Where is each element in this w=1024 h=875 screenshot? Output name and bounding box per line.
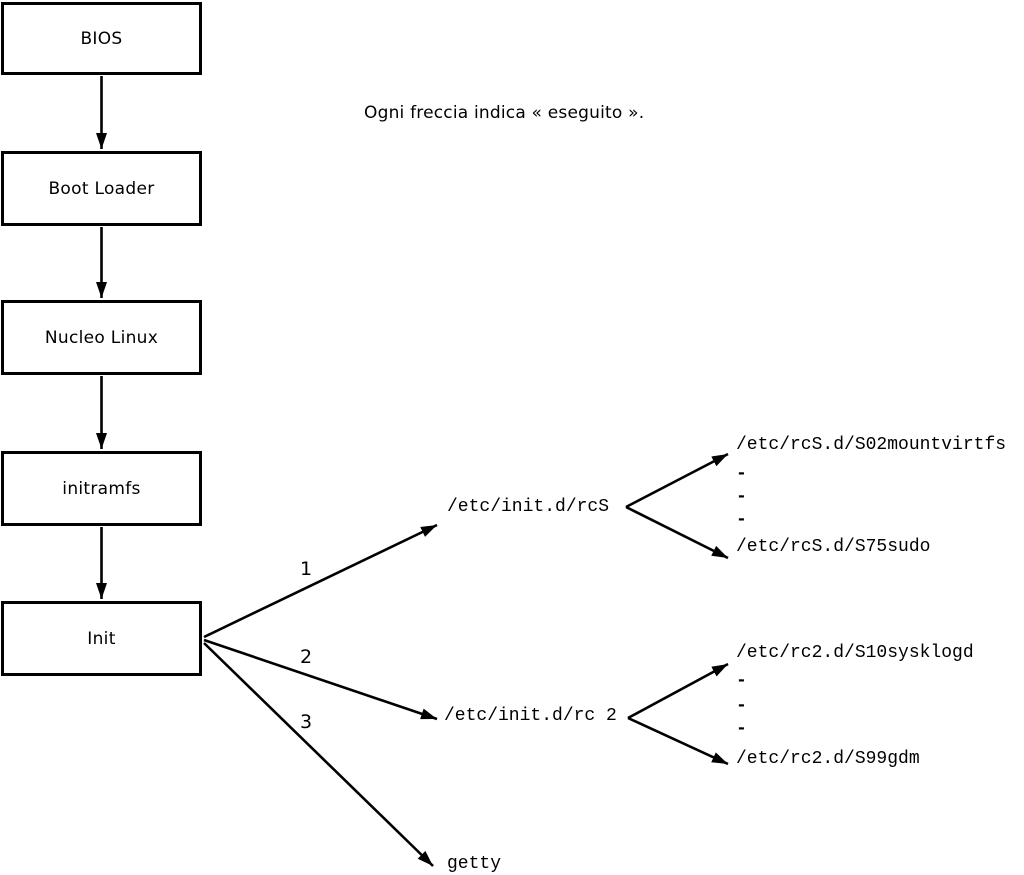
arrow-init-to-rc2 — [203, 638, 438, 721]
rc2-script-last: /etc/rc2.d/S99gdm — [736, 749, 920, 769]
rc2-ellipsis-dash-2: - — [736, 696, 747, 716]
node-nucleo-linux-label: Nucleo Linux — [44, 327, 159, 348]
diagram-caption: Ogni freccia indica « eseguito ». — [364, 103, 645, 123]
rc2-script-first: /etc/rc2.d/S10sysklogd — [736, 643, 974, 663]
rc2-ellipsis-dash-1: - — [736, 671, 747, 691]
branch-2-number: 2 — [299, 646, 313, 668]
arrow-rc2-to-last — [627, 716, 729, 766]
arrow-rcS-to-last — [625, 505, 729, 560]
node-init-label: Init — [87, 628, 116, 649]
arrow-init-to-getty — [203, 642, 434, 867]
branch-3-number: 3 — [299, 711, 313, 733]
target-init-d-rcS: /etc/init.d/rcS — [447, 497, 610, 517]
node-init: Init — [1, 601, 202, 676]
rcS-ellipsis-dash-2: - — [736, 487, 747, 507]
rcS-ellipsis-dash-1: - — [736, 464, 747, 484]
rc2-ellipsis-dash-3: - — [736, 719, 747, 739]
node-boot-loader-label: Boot Loader — [48, 178, 155, 199]
target-getty: getty — [447, 854, 502, 874]
target-init-d-rc2: /etc/init.d/rc 2 — [444, 706, 617, 726]
arrow-rc2-to-first — [627, 662, 729, 720]
node-bios: BIOS — [1, 2, 202, 75]
node-initramfs-label: initramfs — [62, 478, 141, 499]
node-initramfs: initramfs — [1, 451, 202, 526]
rcS-ellipsis-dash-3: - — [736, 510, 747, 530]
arrow-init-to-rcS — [203, 523, 438, 639]
node-bios-label: BIOS — [80, 28, 123, 49]
rcS-script-first: /etc/rcS.d/S02mountvirtfs — [736, 435, 1007, 455]
node-nucleo-linux: Nucleo Linux — [1, 300, 202, 375]
arrow-rcS-to-first — [625, 452, 729, 509]
rcS-script-last: /etc/rcS.d/S75sudo — [736, 537, 931, 557]
branch-1-number: 1 — [299, 558, 313, 580]
node-boot-loader: Boot Loader — [1, 151, 202, 226]
